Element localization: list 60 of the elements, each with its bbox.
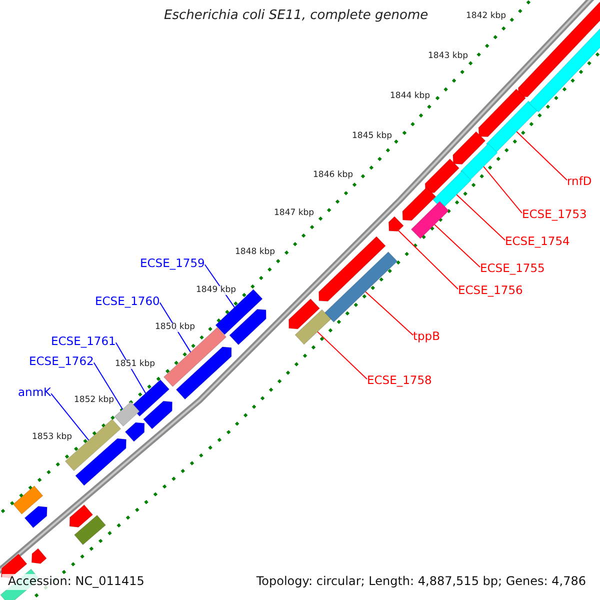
gene-label: ECSE_1755 bbox=[480, 262, 545, 275]
leader-line bbox=[398, 230, 458, 290]
feature-bar bbox=[74, 514, 106, 546]
gene-block bbox=[518, 0, 600, 98]
leader-line bbox=[516, 131, 568, 181]
gene-block bbox=[24, 506, 48, 528]
gene-block bbox=[124, 422, 145, 442]
scale-label: 1849 kbp bbox=[196, 286, 236, 296]
feature-bar bbox=[294, 309, 332, 345]
gene-label: ECSE_1761 bbox=[51, 335, 116, 348]
gene-block bbox=[288, 298, 320, 330]
gene-label: ECSE_1753 bbox=[522, 208, 587, 221]
gene-block bbox=[69, 504, 94, 528]
gene-label: ECSE_1760 bbox=[95, 295, 160, 308]
feature-bar bbox=[410, 200, 450, 240]
gene-block bbox=[75, 438, 126, 486]
gene-block bbox=[478, 88, 526, 137]
gene-label: ECSE_1756 bbox=[458, 284, 523, 297]
scale-label: 1847 kbp bbox=[274, 209, 314, 218]
feature-bar bbox=[324, 251, 398, 323]
scale-label: 1853 kbp bbox=[32, 433, 72, 442]
scale-label: 1852 kbp bbox=[74, 396, 114, 406]
leader-line bbox=[93, 362, 124, 410]
map-title: Escherichia coli SE11, complete genome bbox=[164, 9, 428, 24]
gene-label: ECSE_1758 bbox=[367, 374, 432, 387]
gene-label: anmK bbox=[18, 386, 52, 399]
genome-summary: Topology: circular; Length: 4,887,515 bp; Genes: 4,786 bbox=[256, 575, 586, 588]
leader-line bbox=[159, 302, 192, 353]
scale-label: 1848 kbp bbox=[235, 248, 276, 258]
scale-label: 1850 kbp bbox=[155, 323, 196, 332]
gene-block bbox=[402, 186, 436, 221]
feature-bar bbox=[460, 143, 498, 181]
gene-label: rnfD bbox=[567, 175, 592, 188]
gene-block bbox=[452, 131, 486, 164]
scale-label: 1851 kbp bbox=[115, 360, 156, 370]
gene-block bbox=[229, 309, 266, 346]
scale-label: 1843 kbp bbox=[428, 52, 468, 62]
feature-bar bbox=[486, 100, 538, 154]
gene-block bbox=[424, 158, 460, 194]
leader-line bbox=[316, 331, 368, 380]
gene-label: tppB bbox=[413, 330, 440, 343]
leader-line bbox=[50, 393, 90, 441]
scale-label: 1846 kbp bbox=[313, 171, 354, 180]
gene-block bbox=[388, 216, 404, 232]
gene-block bbox=[142, 400, 172, 430]
leader-line bbox=[456, 194, 506, 241]
feature-bar bbox=[12, 485, 44, 515]
leader-line bbox=[365, 291, 414, 336]
gene-label: ECSE_1754 bbox=[505, 235, 570, 248]
feature-bar bbox=[114, 401, 140, 427]
gene-label: ECSE_1762 bbox=[29, 355, 94, 368]
scale-label: 1842 kbp bbox=[466, 12, 506, 22]
leader-line bbox=[483, 166, 522, 214]
leader-line bbox=[434, 224, 480, 268]
gene-block bbox=[31, 548, 47, 564]
scale-label: 1845 kbp bbox=[352, 132, 392, 142]
gene-block bbox=[318, 236, 386, 302]
scale-label: 1844 kbp bbox=[390, 92, 430, 102]
gene-label: ECSE_1759 bbox=[140, 257, 205, 270]
gene-block bbox=[176, 346, 232, 400]
